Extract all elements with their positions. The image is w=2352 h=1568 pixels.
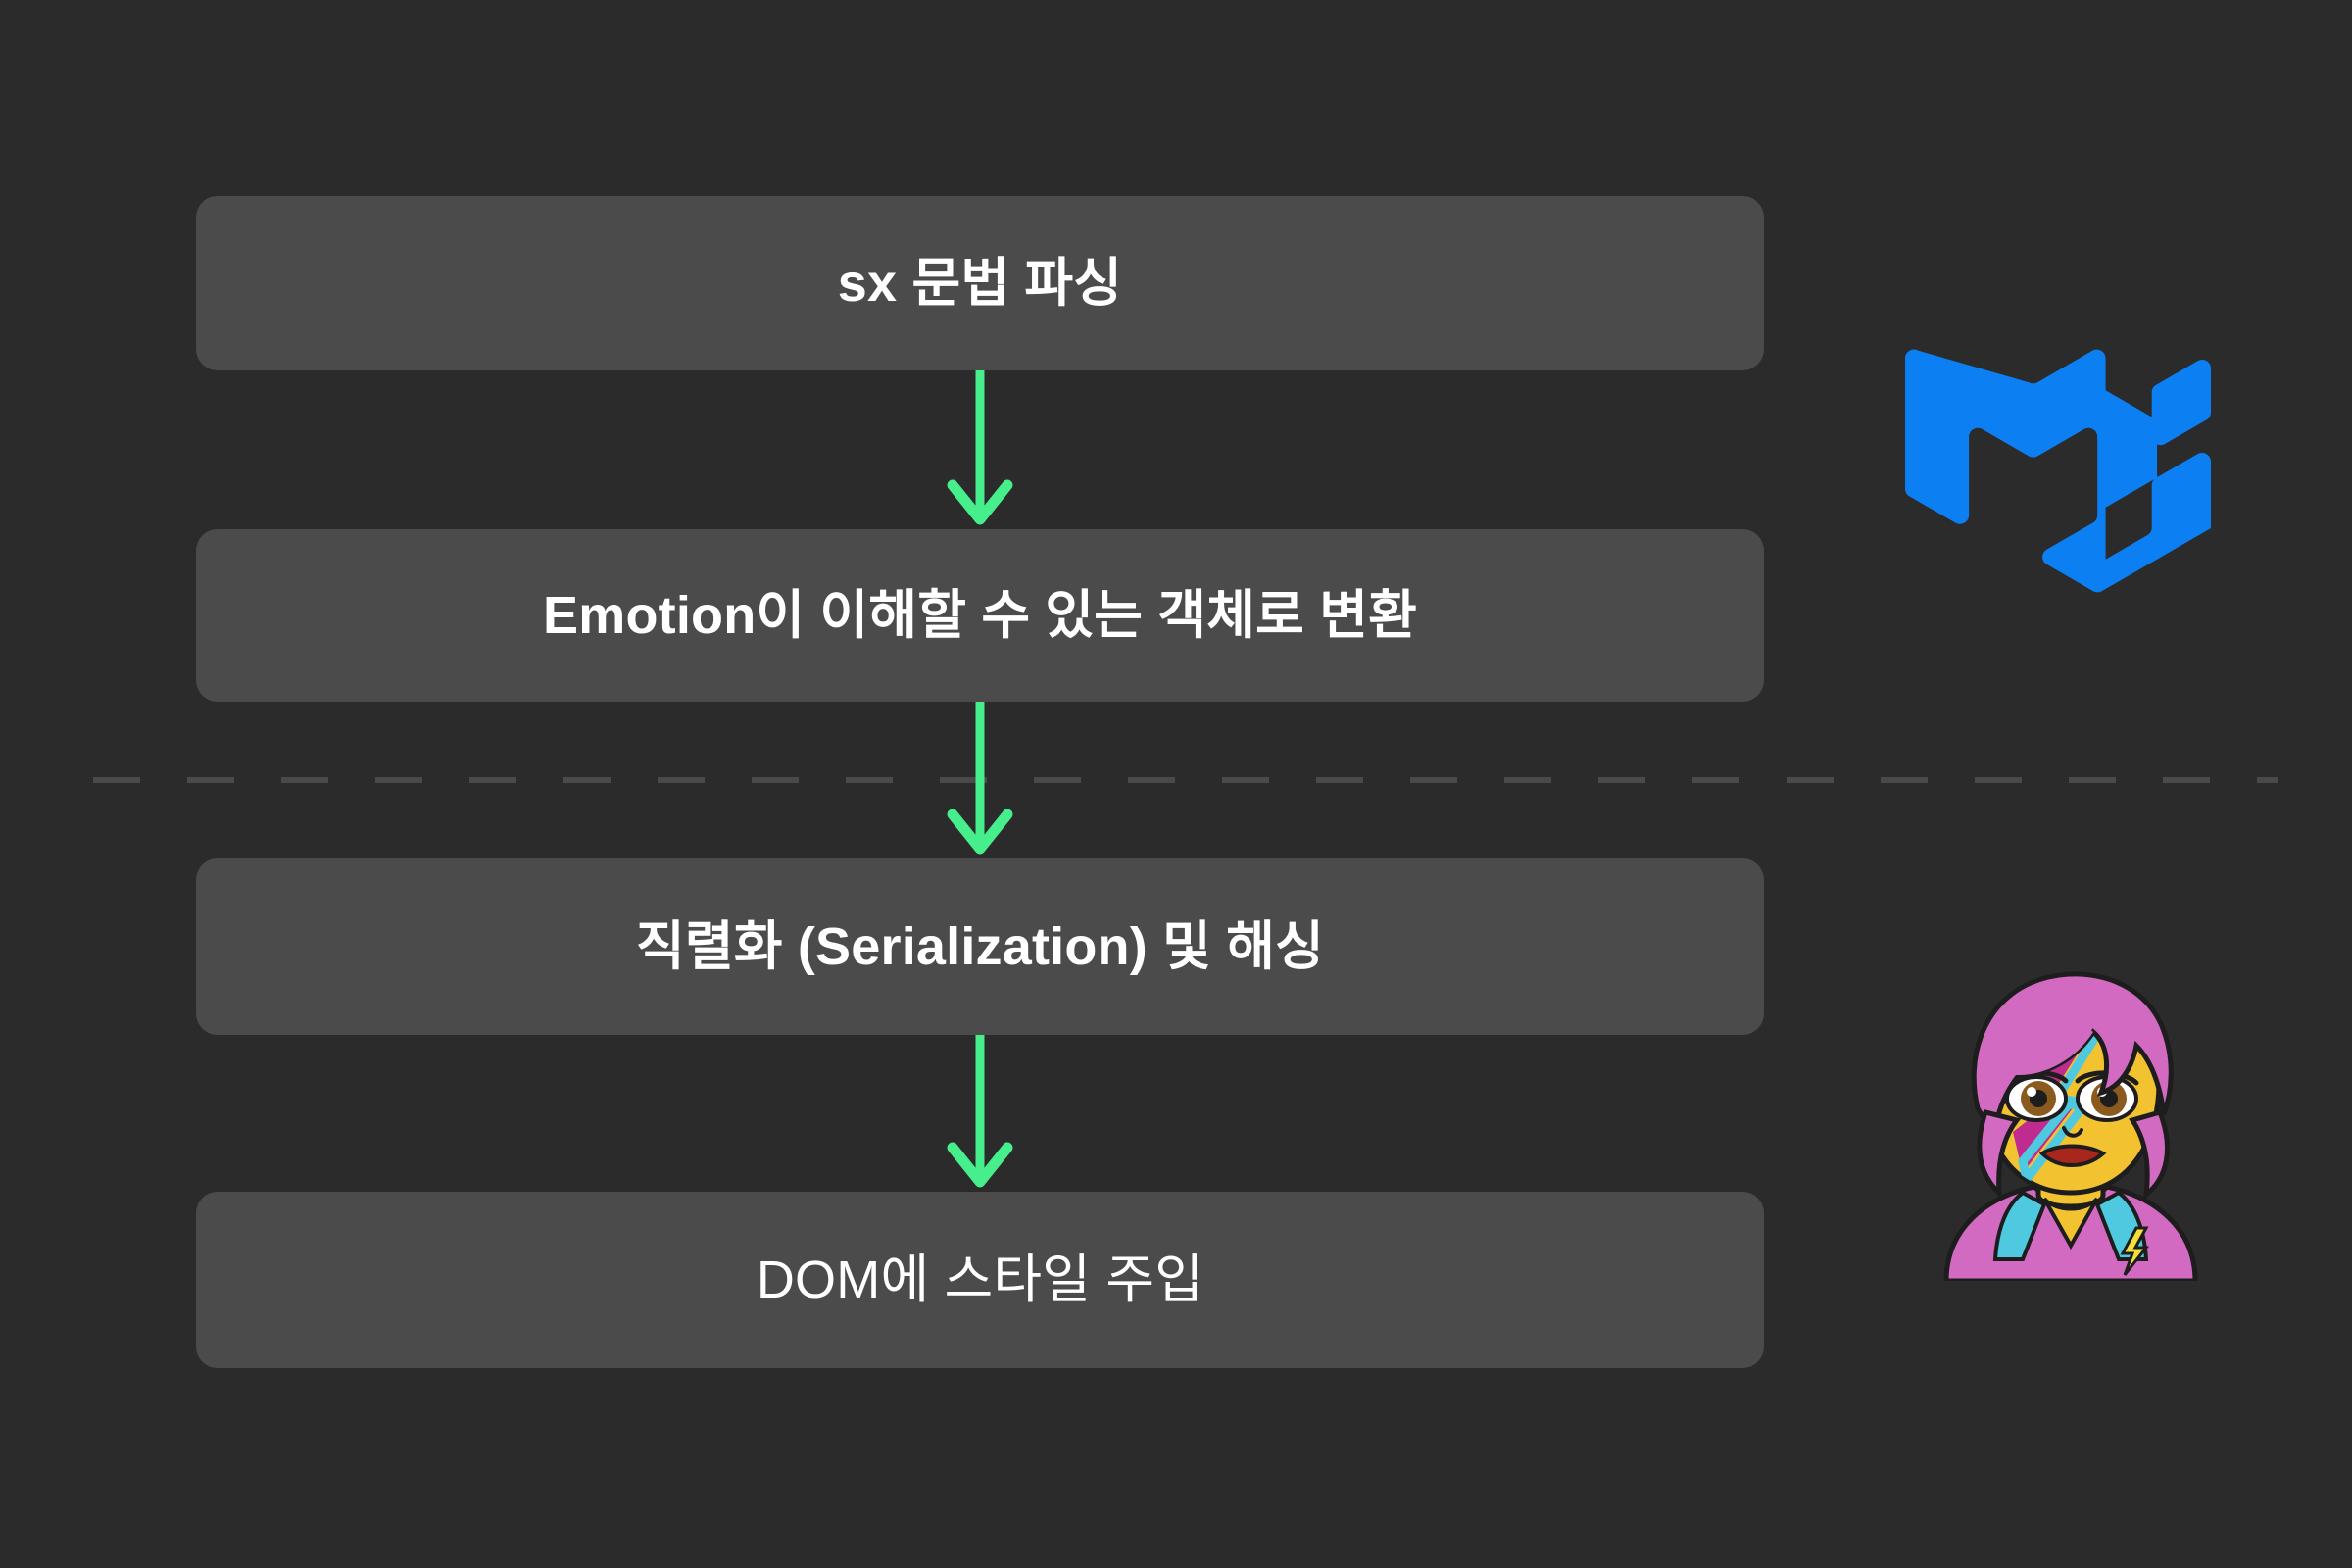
emotion-logo-icon: [1943, 971, 2198, 1284]
flow-node-4[interactable]: DOM에 스타일 주입: [196, 1192, 1764, 1368]
flow-node-3-label: 직렬화 (Serialization) 및 해싱: [636, 916, 1324, 976]
flow-node-3[interactable]: 직렬화 (Serialization) 및 해싱: [196, 858, 1764, 1035]
mui-logo-icon: [1905, 349, 2211, 593]
flow-column: sx 문법 파싱 Emotion이 이해할 수 있는 객체로 변환 직렬화 (S…: [196, 196, 1764, 1368]
flow-arrow-3: [196, 1035, 1764, 1192]
flow-arrow-2: [196, 702, 1764, 858]
arrow-down-icon: [947, 702, 1013, 855]
mui-logo: [1905, 331, 2211, 631]
flow-node-1-label: sx 문법 파싱: [837, 253, 1123, 313]
flow-node-2[interactable]: Emotion이 이해할 수 있는 객체로 변환: [196, 529, 1764, 702]
flow-node-1[interactable]: sx 문법 파싱: [196, 196, 1764, 370]
phase-divider-line: [93, 777, 2278, 783]
arrow-down-icon: [947, 1035, 1013, 1188]
flow-node-4-label: DOM에 스타일 주입: [756, 1250, 1204, 1309]
flow-node-2-label: Emotion이 이해할 수 있는 객체로 변환: [543, 585, 1417, 645]
arrow-down-icon: [947, 370, 1013, 525]
emotion-logo: [1929, 965, 2213, 1284]
flow-arrow-1: [196, 370, 1764, 529]
phase-divider: [93, 777, 2278, 783]
